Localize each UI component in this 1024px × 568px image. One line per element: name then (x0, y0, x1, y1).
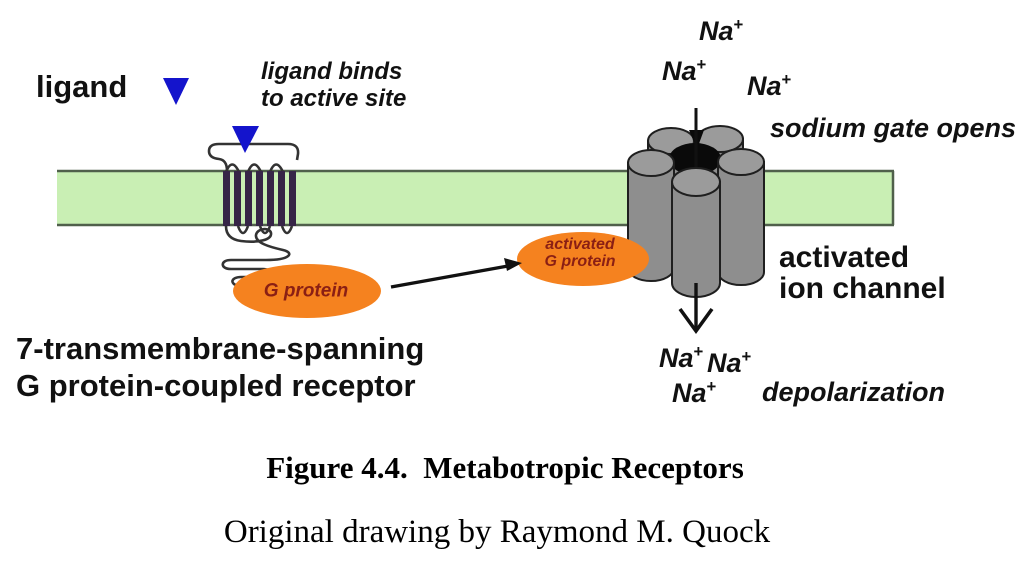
arrowhead-down-icon (678, 307, 714, 335)
na-symbol: Na (707, 348, 742, 378)
figure-caption-credit: Original drawing by Raymond M. Quock (223, 514, 771, 550)
diagram-artwork (57, 78, 895, 335)
receptor-transmembrane-bars (223, 171, 296, 226)
ligand-binds-label: ligand binds to active site (261, 58, 406, 112)
membrane-band (57, 169, 895, 227)
receptor-name-label: 7-transmembrane-spanning G protein-coupl… (16, 330, 424, 404)
channel-cylinder-front (671, 181, 721, 298)
channel-lid (627, 149, 675, 177)
membrane-fill (57, 171, 894, 225)
g-protein-label: G protein (263, 280, 349, 302)
na-ion-label: Na+ (747, 70, 792, 101)
ligand-bound-triangle-icon (232, 126, 259, 153)
na-symbol: Na (662, 56, 697, 86)
activated-ion-channel-line1: activated (779, 241, 910, 274)
na-charge: + (706, 377, 717, 396)
receptor-name-line1: 7-transmembrane-spanning (16, 331, 425, 366)
activated-g-protein-line1: activated (545, 236, 615, 253)
sodium-influx-arrow (678, 283, 714, 335)
ligand-binds-line1: ligand binds (261, 58, 403, 85)
activation-arrow (390, 258, 522, 289)
na-charge: + (693, 342, 704, 361)
arrowhead-right-icon (504, 258, 522, 271)
channel-lid (717, 148, 765, 176)
channel-lid (671, 167, 721, 197)
sodium-gate-label: sodium gate opens (770, 113, 1017, 143)
channel-cylinder-mid-right (717, 161, 765, 286)
activated-g-protein-label: activated G protein (544, 236, 615, 270)
g-protein-ellipse (233, 264, 381, 318)
na-ion-label: Na+ (659, 342, 704, 373)
na-symbol: Na (699, 16, 734, 46)
ligand-label: ligand (36, 69, 128, 104)
na-symbol: Na (672, 378, 707, 408)
ligand-binds-line2: to active site (261, 85, 407, 112)
na-charge: + (781, 70, 792, 89)
receptor-n-terminus-loop (207, 142, 300, 172)
na-symbol: Na (659, 343, 694, 373)
figure-caption-title: Figure 4.4. Metabotropic Receptors (266, 450, 744, 485)
na-ion-label: Na+ (707, 347, 752, 378)
na-charge: + (741, 347, 752, 366)
na-symbol: Na (747, 71, 782, 101)
na-charge: + (733, 15, 744, 34)
receptor-extracellular-loops (224, 163, 285, 173)
activated-ion-channel-label: activated ion channel (779, 242, 946, 304)
ligand-triangle-icon (163, 78, 189, 105)
receptor-intracellular-loops (236, 225, 294, 235)
receptor-name-line2: G protein-coupled receptor (16, 368, 416, 403)
na-charge: + (696, 55, 707, 74)
activated-ion-channel-line2: ion channel (779, 272, 946, 305)
activated-g-protein-line2: G protein (544, 253, 616, 270)
activated-g-protein-ellipse (517, 232, 649, 286)
na-ion-label: Na+ (672, 377, 717, 408)
depolarization-label: depolarization (762, 377, 946, 407)
na-ion-label: Na+ (699, 15, 744, 46)
ion-channel (627, 108, 765, 298)
na-ion-label: Na+ (662, 55, 707, 86)
